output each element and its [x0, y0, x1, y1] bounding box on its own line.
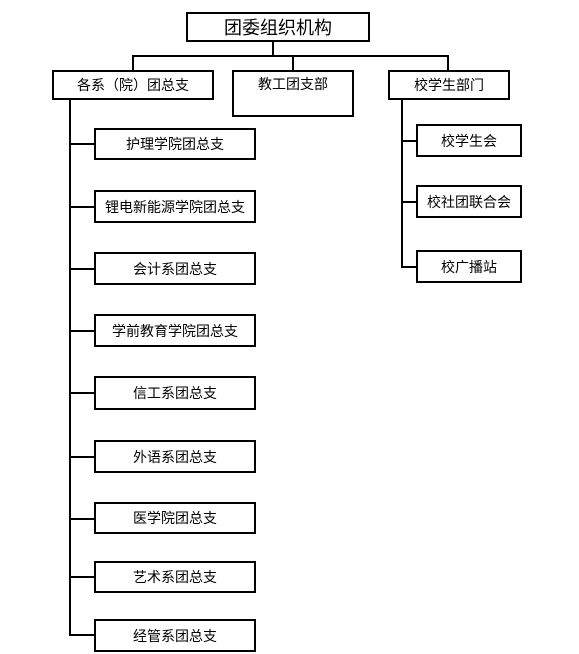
branch-3-stub-1 — [401, 140, 417, 142]
child-node: 会计系团总支 — [94, 252, 256, 285]
branch-1-stub-2 — [69, 206, 95, 208]
child-node: 护理学院团总支 — [94, 128, 256, 160]
branch-2-drop-line — [292, 55, 294, 71]
root-connector-line — [272, 41, 274, 56]
child-node: 校学生会 — [416, 124, 522, 157]
branch-node-student-departments: 校学生部门 — [388, 70, 510, 100]
child-node: 校广播站 — [416, 250, 522, 283]
child-node: 经管系团总支 — [94, 619, 256, 652]
branch-1-vertical-line — [69, 99, 71, 636]
branch-1-stub-6 — [69, 456, 95, 458]
branch-3-stub-2 — [401, 201, 417, 203]
branch-3-stub-3 — [401, 266, 417, 268]
child-node: 学前教育学院团总支 — [94, 314, 256, 347]
branch-node-faculty-league: 教工团支部 — [232, 70, 354, 117]
child-node: 医学院团总支 — [94, 502, 256, 534]
branch-1-drop-line — [132, 55, 134, 71]
root-node: 团委组织机构 — [186, 12, 370, 42]
child-node: 校社团联合会 — [416, 185, 522, 218]
branch-1-stub-4 — [69, 330, 95, 332]
branch-1-stub-9 — [69, 634, 95, 636]
branch-1-stub-3 — [69, 268, 95, 270]
child-node: 艺术系团总支 — [94, 561, 256, 593]
branch-1-stub-5 — [69, 392, 95, 394]
branch-1-stub-1 — [69, 143, 95, 145]
child-node: 信工系团总支 — [94, 376, 256, 410]
branch-3-vertical-line — [401, 98, 403, 268]
branch-3-drop-line — [447, 55, 449, 71]
branch-bus-line — [132, 55, 449, 57]
branch-1-stub-7 — [69, 518, 95, 520]
branch-node-departments: 各系（院）团总支 — [52, 70, 214, 100]
child-node: 外语系团总支 — [94, 440, 256, 473]
child-node: 锂电新能源学院团总支 — [94, 190, 256, 223]
branch-1-stub-8 — [69, 576, 95, 578]
